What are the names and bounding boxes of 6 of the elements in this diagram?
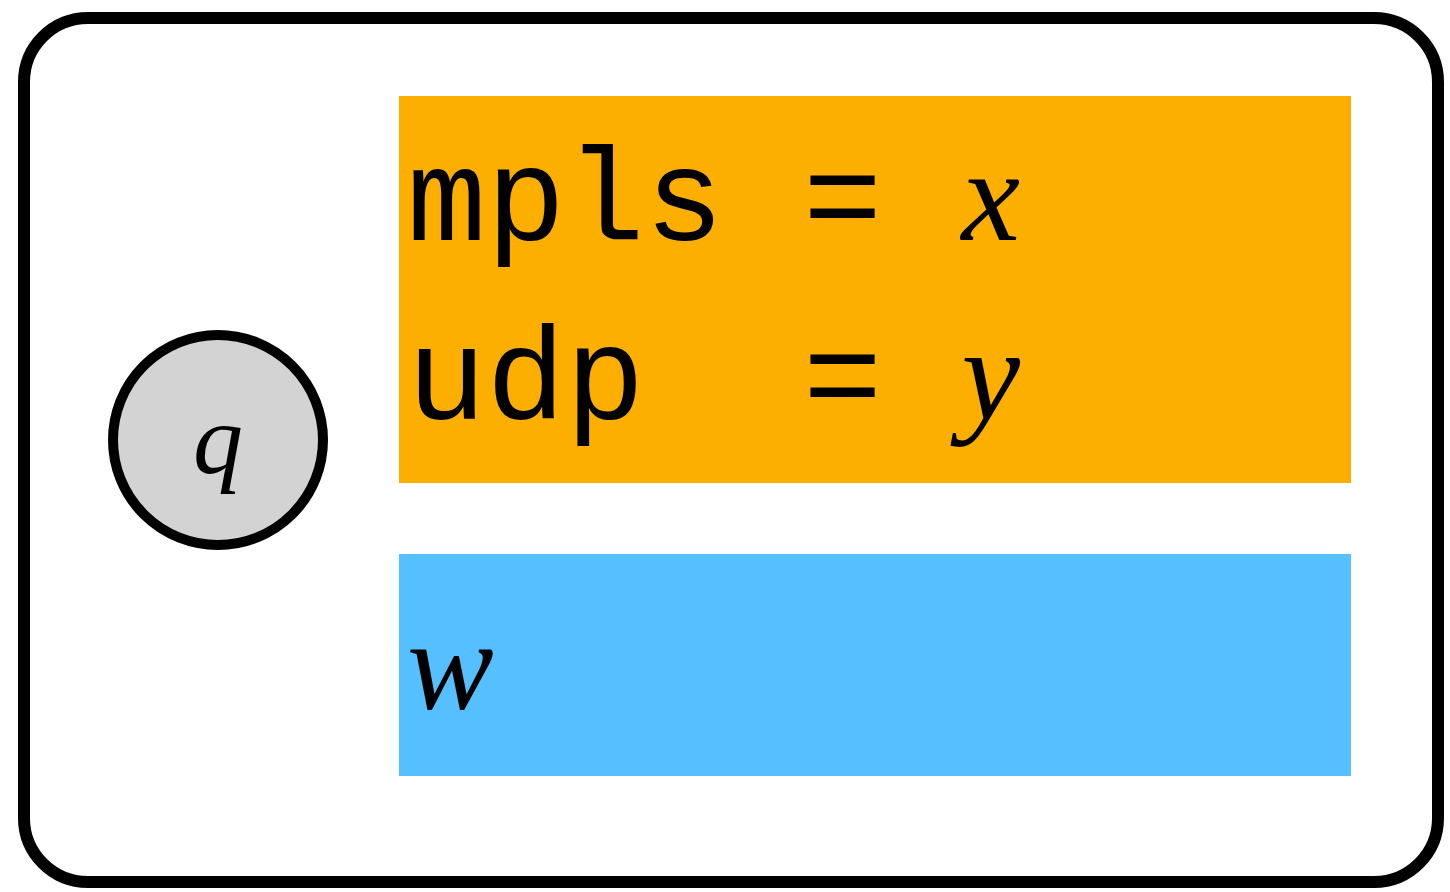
code-line: mpls = x (407, 120, 1022, 282)
container-frame (18, 12, 1444, 888)
code-line: udp = y (407, 299, 1022, 461)
header-fields-box (399, 96, 1351, 483)
payload-box (399, 554, 1351, 776)
variable-label: w (407, 600, 495, 730)
